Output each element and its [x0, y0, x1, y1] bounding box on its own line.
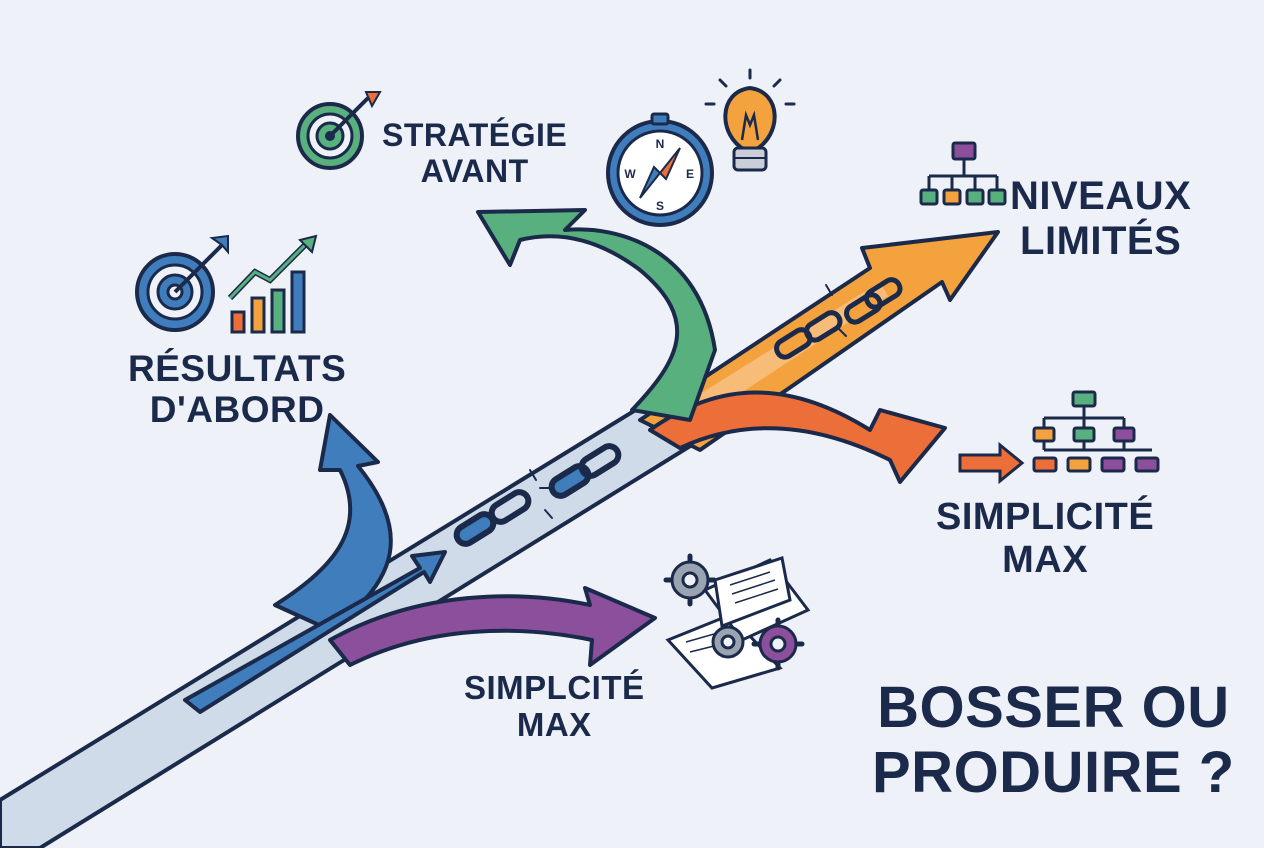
- purple-arrow: [328, 586, 657, 667]
- label-simplcite-max-bottom: SIMPLCITÉ MAX: [464, 669, 645, 744]
- label-niveaux-line2: LIMITÉS: [1020, 218, 1182, 263]
- target-icon-small: [296, 91, 382, 170]
- main-title-line1: BOSSER OU: [877, 675, 1230, 740]
- main-title-line2: PRODUIRE ?: [872, 739, 1235, 805]
- broken-chain-icon: [453, 443, 622, 547]
- label-simplcite-bottom-line1: SIMPLCITÉ: [464, 669, 645, 706]
- label-strategie-line2: AVANT: [420, 152, 529, 189]
- blue-arrow: [183, 413, 447, 714]
- org-chart-icon: [919, 141, 1007, 206]
- gears-icon: [663, 553, 805, 671]
- compass-south: S: [656, 199, 664, 213]
- label-niveaux-limites: NIVEAUX LIMITÉS: [1010, 174, 1191, 264]
- label-simplcite-bottom-line2: MAX: [516, 705, 592, 743]
- main-title: BOSSER OU PRODUIRE ?: [872, 675, 1235, 806]
- compass-icon: N S E W: [606, 112, 714, 227]
- red-orange-arrow: [648, 390, 947, 484]
- bar-chart-icon: [227, 234, 318, 334]
- compass-east: E: [686, 167, 694, 181]
- org-chart-icon-large: [958, 390, 1160, 485]
- label-simplicite-right-line2: MAX: [1002, 538, 1089, 581]
- broken-chain-icon-orange: [774, 277, 903, 360]
- target-icon: [135, 234, 229, 332]
- lightbulb-icon: [704, 68, 796, 172]
- label-resultats-line2: D'ABORD: [149, 389, 325, 431]
- compass-west: W: [624, 167, 636, 181]
- label-strategie-avant: STRATÉGIE AVANT: [382, 117, 568, 190]
- label-simplicite-right-line1: SIMPLICITÉ: [936, 496, 1155, 538]
- compass-north: N: [656, 137, 665, 151]
- label-strategie-line1: STRATÉGIE: [382, 117, 568, 153]
- green-arrow: [476, 208, 717, 422]
- label-niveaux-line1: NIVEAUX: [1010, 174, 1192, 218]
- label-resultats-line1: RÉSULTATS: [128, 348, 347, 389]
- label-simplicite-max-right: SIMPLICITÉ MAX: [936, 496, 1154, 581]
- label-resultats-dabord: RÉSULTATS D'ABORD: [128, 348, 346, 431]
